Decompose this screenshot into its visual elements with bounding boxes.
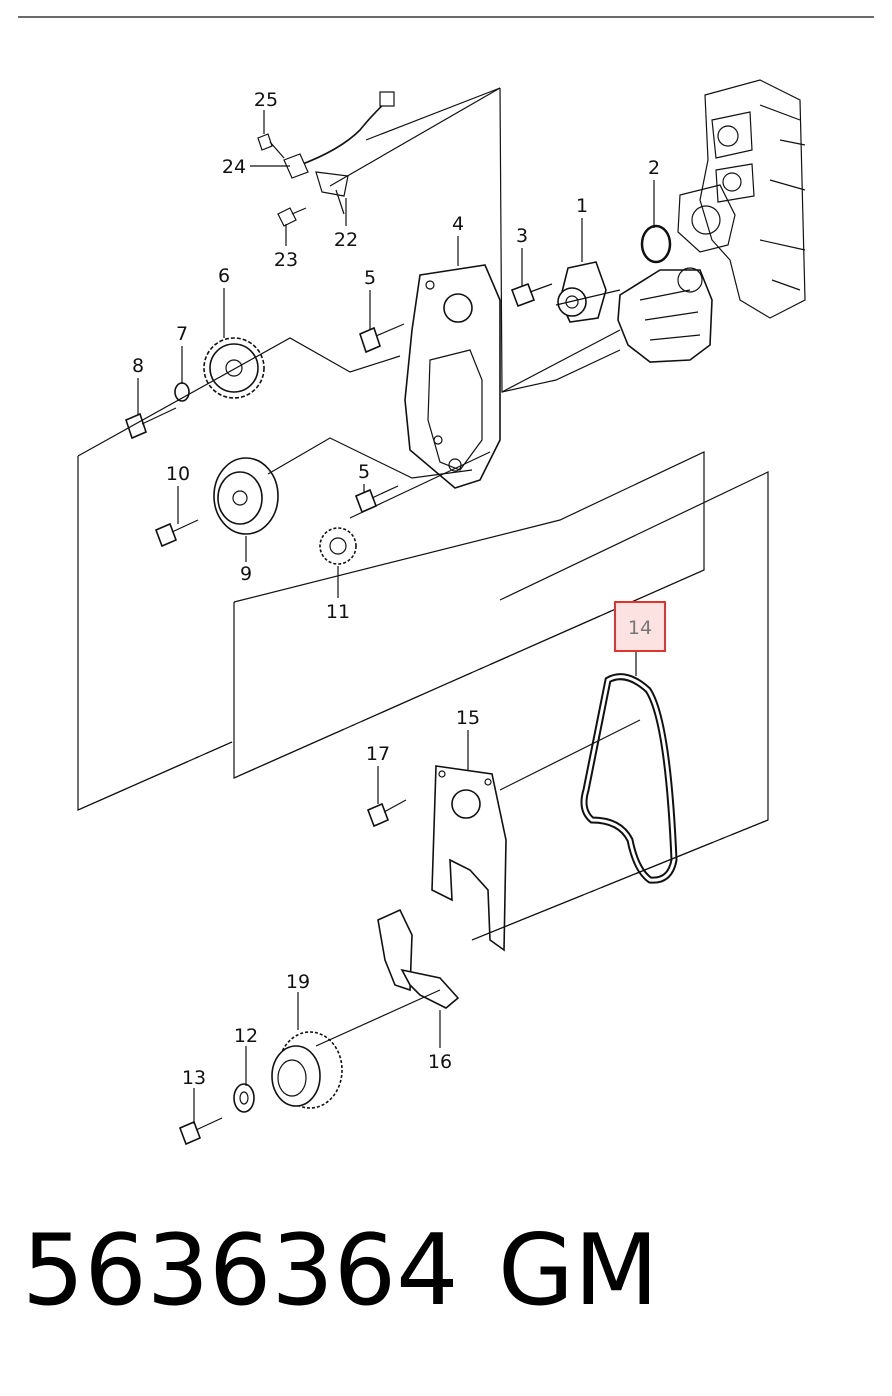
leader-lines [137,110,655,1124]
callout-7: 7 [176,323,188,345]
pump-housing [510,261,713,363]
callout-1: 1 [576,195,588,217]
callout-24: 24 [222,156,246,178]
callout-13: 13 [182,1067,206,1089]
rear-timing-cover [404,264,501,489]
callout-5b: 5 [358,461,370,483]
crankshaft-pulley [178,1031,343,1146]
timing-belt [580,673,678,884]
callout-9: 9 [240,563,252,585]
callout-22: 22 [334,229,358,251]
assembly-guide-lines [77,87,769,1047]
callout-5a: 5 [364,267,376,289]
callout-15: 15 [456,707,480,729]
callout-14: 14 [628,617,652,639]
callout-labels: 1 2 3 4 5 5 6 7 8 9 10 11 12 13 14 15 16… [132,89,660,1089]
callout-25: 25 [254,89,278,111]
callout-8: 8 [132,355,144,377]
callout-3: 3 [516,225,528,247]
callout-6: 6 [218,265,230,287]
camshaft-sensor [257,91,395,227]
callout-2: 2 [648,157,660,179]
highlight-box [614,601,666,652]
belt-tensioner [154,457,279,548]
callout-23: 23 [274,249,298,271]
idler-gear [319,323,405,565]
camshaft-sprocket [125,337,265,440]
callout-19: 19 [286,971,310,993]
callout-4: 4 [452,213,464,235]
callout-17: 17 [366,743,390,765]
engine-block [699,79,806,319]
callout-10: 10 [166,463,190,485]
callout-11: 11 [326,601,350,623]
brand-name: GM [498,1214,659,1328]
part-number: 5636364 [22,1214,459,1328]
thermostat-gasket [640,184,736,264]
callout-12: 12 [234,1025,258,1047]
callout-16: 16 [428,1051,452,1073]
front-timing-cover-upper [366,765,507,952]
front-timing-cover-lower [377,908,460,1009]
